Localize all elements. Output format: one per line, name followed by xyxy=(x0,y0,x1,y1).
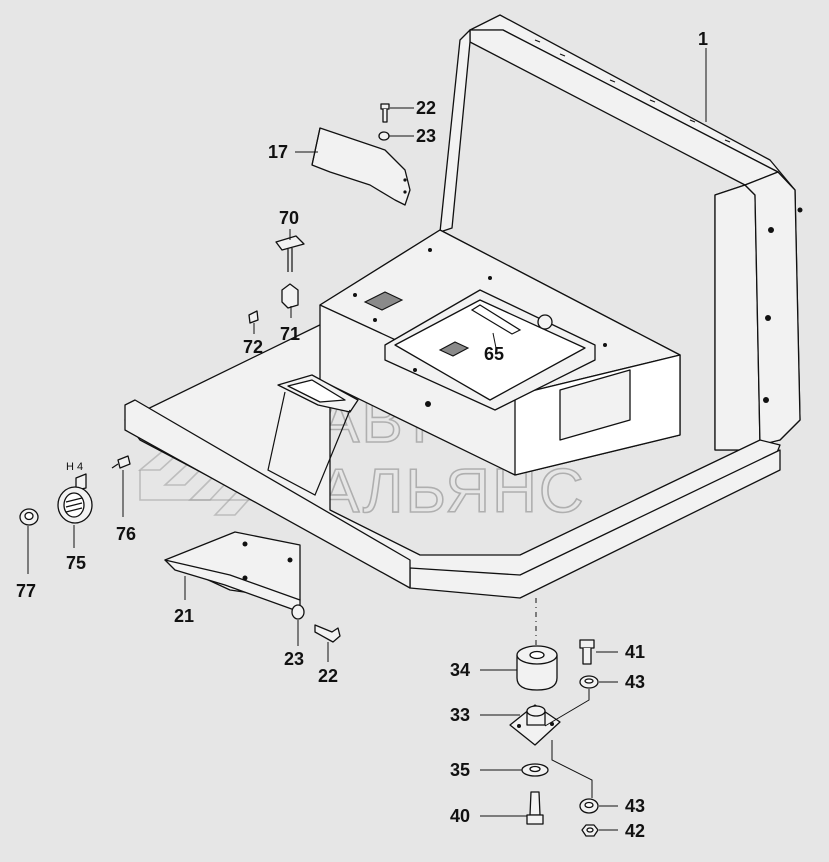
part-33-vibration-damper xyxy=(509,704,561,746)
callout-1: 1 xyxy=(698,29,708,49)
part-35-washer xyxy=(521,763,549,777)
seat-box xyxy=(319,229,681,476)
callout-17: 17 xyxy=(268,142,288,162)
part-41-bolt xyxy=(579,639,595,665)
callout-40: 40 xyxy=(450,806,470,826)
part-43-washer-top xyxy=(579,675,599,689)
part-43-washer-bottom xyxy=(579,798,599,814)
callout-75: 75 xyxy=(66,553,86,573)
callout-42: 42 xyxy=(625,821,645,841)
part-72-screw xyxy=(248,310,259,324)
part-42-nut xyxy=(581,824,599,837)
callout-71: 71 xyxy=(280,324,300,344)
part-1-rear-panel xyxy=(439,14,803,451)
part-77-nut xyxy=(19,508,39,526)
callout-77: 77 xyxy=(16,581,36,601)
part-70-handle xyxy=(275,235,305,272)
leader-lines xyxy=(27,48,707,831)
part-23-washer-bottom xyxy=(291,604,305,620)
callout-23-top: 23 xyxy=(416,126,436,146)
part-22-bolt-bottom xyxy=(314,624,341,643)
callout-43-bottom: 43 xyxy=(625,796,645,816)
callout-65: 65 xyxy=(484,344,504,364)
part-40-bolt xyxy=(526,791,544,825)
callout-41: 41 xyxy=(625,642,645,662)
part-23-washer-top xyxy=(378,131,390,141)
callout-33: 33 xyxy=(450,705,470,725)
part-34-rubber-mount xyxy=(516,645,558,691)
callout-70: 70 xyxy=(279,208,299,228)
callout-23-bottom: 23 xyxy=(284,649,304,669)
callout-21: 21 xyxy=(174,606,194,626)
callout-43-top: 43 xyxy=(625,672,645,692)
part-75-toggle-switch xyxy=(57,473,93,524)
callout-22-bottom: 22 xyxy=(318,666,338,686)
part-71-clip xyxy=(281,283,299,309)
duct-bracket xyxy=(267,374,359,496)
part-22-bolt-top xyxy=(380,103,390,123)
callout-72: 72 xyxy=(243,337,263,357)
callout-35: 35 xyxy=(450,760,470,780)
callout-76: 76 xyxy=(116,524,136,544)
callout-22-top: 22 xyxy=(416,98,436,118)
part-17-cover-guard xyxy=(311,127,411,206)
part-76-screw xyxy=(111,455,131,469)
callout-34: 34 xyxy=(450,660,470,680)
marking-h4: H 4 xyxy=(66,461,83,473)
